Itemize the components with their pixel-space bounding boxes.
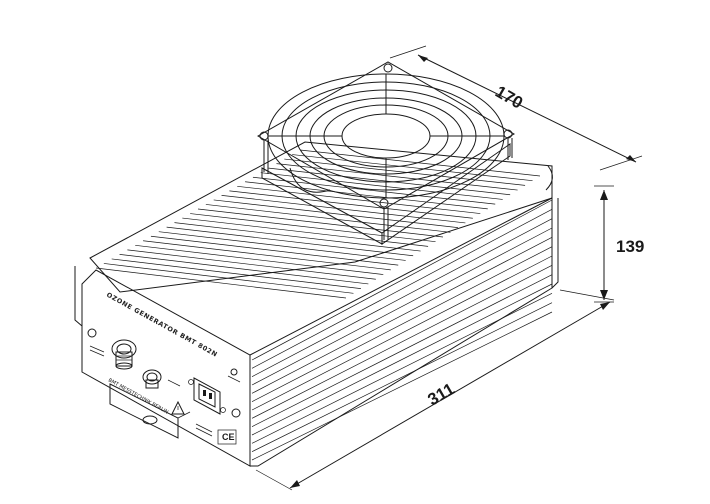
side-rib	[251, 255, 553, 411]
left-edge	[74, 266, 83, 327]
cooling-fin	[197, 208, 444, 238]
housing-side-face	[249, 197, 553, 467]
housing	[74, 141, 559, 467]
cooling-fin	[221, 195, 466, 224]
side-rib	[251, 246, 553, 402]
ce-mark-frame	[217, 429, 237, 445]
cooling-fin	[127, 249, 376, 280]
dimension-width-label: 170	[492, 82, 526, 113]
cooling-fin	[229, 190, 473, 219]
screw-icon	[87, 328, 97, 338]
housing-top-face	[89, 141, 553, 293]
side-rib	[251, 293, 553, 444]
side-rib	[251, 237, 553, 394]
dimension-height: 139	[594, 185, 644, 303]
panel-title: OZONE GENERATOR BMT 802N	[105, 291, 219, 359]
cooling-fin	[284, 158, 526, 186]
fan-screw-icon	[503, 129, 513, 139]
dimension-width: 170	[389, 45, 643, 171]
side-ribs	[251, 199, 553, 461]
dimension-length-label: 311	[425, 379, 458, 409]
mounting-bracket	[109, 383, 191, 439]
side-rib	[251, 227, 553, 386]
right-edge	[551, 198, 559, 289]
cooling-fin	[205, 204, 451, 233]
warning-icon	[171, 400, 185, 415]
side-rib	[251, 199, 553, 361]
dimension-length: 311	[255, 289, 615, 491]
side-rib	[251, 283, 553, 436]
manufacturer-label: BMT MESSTECHNIK BERLIN	[107, 378, 169, 416]
side-rib	[251, 311, 553, 461]
cooling-fin	[182, 217, 429, 247]
cooling-fin	[119, 254, 369, 285]
cooling-fin	[190, 213, 436, 243]
cooling-fin	[111, 258, 361, 289]
cooling-fin	[150, 235, 399, 266]
cooling-fan	[256, 61, 553, 245]
cooling-fin	[245, 181, 488, 210]
cooling-fin	[135, 244, 384, 275]
side-rib	[251, 302, 553, 452]
fan-screw-icon	[383, 63, 393, 73]
cooling-fin	[276, 163, 518, 191]
front-panel-elements: OZONE GENERATOR BMT 802N	[87, 291, 241, 445]
cooling-fin	[103, 263, 354, 294]
side-rib	[251, 274, 553, 427]
cooling-fin	[95, 267, 347, 299]
cooling-fin	[166, 226, 414, 257]
dimension-height-label: 139	[616, 237, 644, 256]
cooling-fin	[260, 172, 503, 200]
cooling-fin	[252, 176, 496, 205]
cooling-fin	[299, 149, 541, 177]
ce-mark: CE	[222, 432, 235, 442]
cooling-fin	[292, 154, 533, 182]
fan-cable	[545, 165, 553, 191]
screw-icon	[231, 408, 241, 418]
cooling-fin	[158, 231, 406, 261]
power-socket-icon	[188, 377, 226, 415]
cooling-fin	[237, 185, 481, 214]
side-rib	[251, 265, 553, 419]
screw-icon	[230, 368, 238, 376]
gas-inlet-fitting-icon	[142, 369, 162, 389]
fan-screw-icon	[259, 131, 269, 141]
cooling-fin	[143, 240, 391, 271]
cooling-fins	[95, 149, 541, 299]
gas-outlet-connector-icon	[111, 339, 137, 370]
fan-standoffs	[263, 138, 513, 240]
side-rib	[251, 209, 553, 369]
cooling-fin	[174, 222, 421, 252]
side-rib	[251, 218, 553, 377]
cooling-fin	[213, 199, 458, 228]
